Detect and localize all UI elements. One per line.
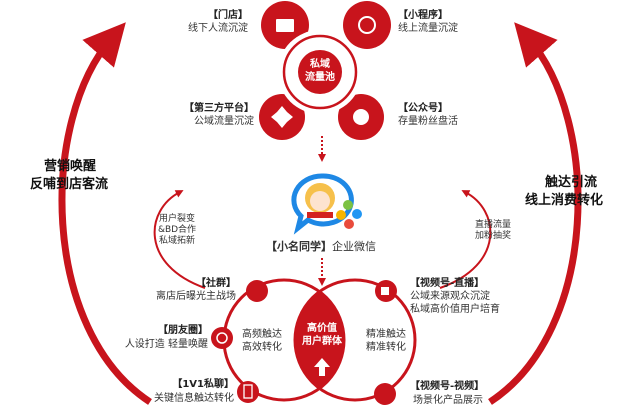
community-title: 【社群】: [196, 278, 236, 289]
mini-program-title: 【小程序】: [398, 10, 448, 21]
left-small-1: 用户裂变: [158, 214, 195, 224]
right-loop-line1: 触达引流: [545, 175, 598, 190]
left-small-arc: [153, 190, 206, 289]
right-inner-1: 精准触达: [366, 329, 406, 340]
video-title: 【视频号-视频】: [410, 381, 485, 392]
phone-chat-icon: [237, 381, 259, 403]
up-arrow-icon: [314, 358, 330, 376]
left-loop-arrow: [58, 22, 152, 405]
platform-desc: 公域流量沉淀: [194, 116, 254, 127]
private-chat-title: 【1V1私聊】: [172, 379, 234, 390]
live-title: 【视频号-直播】: [410, 278, 485, 289]
pool-title-1: 私域: [310, 59, 330, 70]
right-small-text: 直播流量 加粉抽奖: [470, 220, 516, 242]
left-inner-1: 高频触达: [242, 329, 282, 340]
wecom-caption: 【小名同学】企业微信: [266, 240, 376, 253]
store-icon: [276, 19, 294, 32]
left-small-3: 私域拓新: [158, 236, 195, 246]
right-loop-line2: 线上消费转化: [525, 193, 604, 208]
right-small-1: 直播流量: [474, 220, 511, 230]
brand-name: 【小名同学】: [266, 240, 332, 253]
right-loop-arrow: [488, 22, 582, 405]
core-line1: 高价值: [307, 323, 337, 334]
store-desc: 线下人流沉淀: [188, 23, 248, 34]
store-title: 【门店】: [208, 10, 248, 21]
platform-title: 【第三方平台】: [184, 103, 254, 114]
left-small-text: 用户裂变 &BD合作 私域拓新: [152, 214, 202, 247]
right-small-arc: [439, 190, 492, 289]
pool-center: [298, 50, 342, 94]
video-desc: 场景化产品展示: [413, 395, 483, 406]
moments-title: 【朋友圈】: [158, 325, 208, 336]
pool-title-2: 流量池: [305, 72, 335, 83]
venn-right-circle: [293, 278, 417, 402]
left-loop-line1: 营销唤醒: [44, 159, 97, 174]
wecom-mascot-logo: [291, 173, 362, 235]
private-chat-desc: 关键信息触达转化: [154, 393, 234, 404]
live-desc-2: 私域高价值用户培育: [410, 304, 500, 315]
community-desc: 离店后曝光主战场: [156, 291, 236, 302]
live-desc-1: 公域来源观众沉淀: [410, 291, 490, 302]
community-icon: [246, 280, 268, 302]
right-small-2: 加粉抽奖: [474, 231, 511, 241]
left-small-2: &BD合作: [157, 225, 197, 235]
official-account-title: 【公众号】: [398, 103, 448, 114]
platform-icon: [271, 106, 293, 128]
channels-video-icon: [374, 383, 396, 405]
right-inner-2: 精准转化: [366, 342, 406, 353]
mini-program-icon: [358, 16, 376, 34]
moments-icon: [211, 327, 233, 349]
moments-desc: 人设打造 轻量唤醒: [124, 339, 208, 350]
official-account-desc: 存量粉丝盘活: [398, 116, 458, 127]
core-line2: 用户群体: [302, 336, 342, 347]
official-account-icon: [353, 109, 369, 125]
venn-node-icons: [211, 280, 397, 405]
mini-program-desc: 线上流量沉淀: [398, 23, 458, 34]
left-inner-2: 高效转化: [242, 342, 282, 353]
left-loop-line2: 反哺到店客流: [30, 177, 109, 192]
pool-cycle-ring: [282, 34, 358, 110]
wecom-label: 企业微信: [332, 240, 376, 253]
